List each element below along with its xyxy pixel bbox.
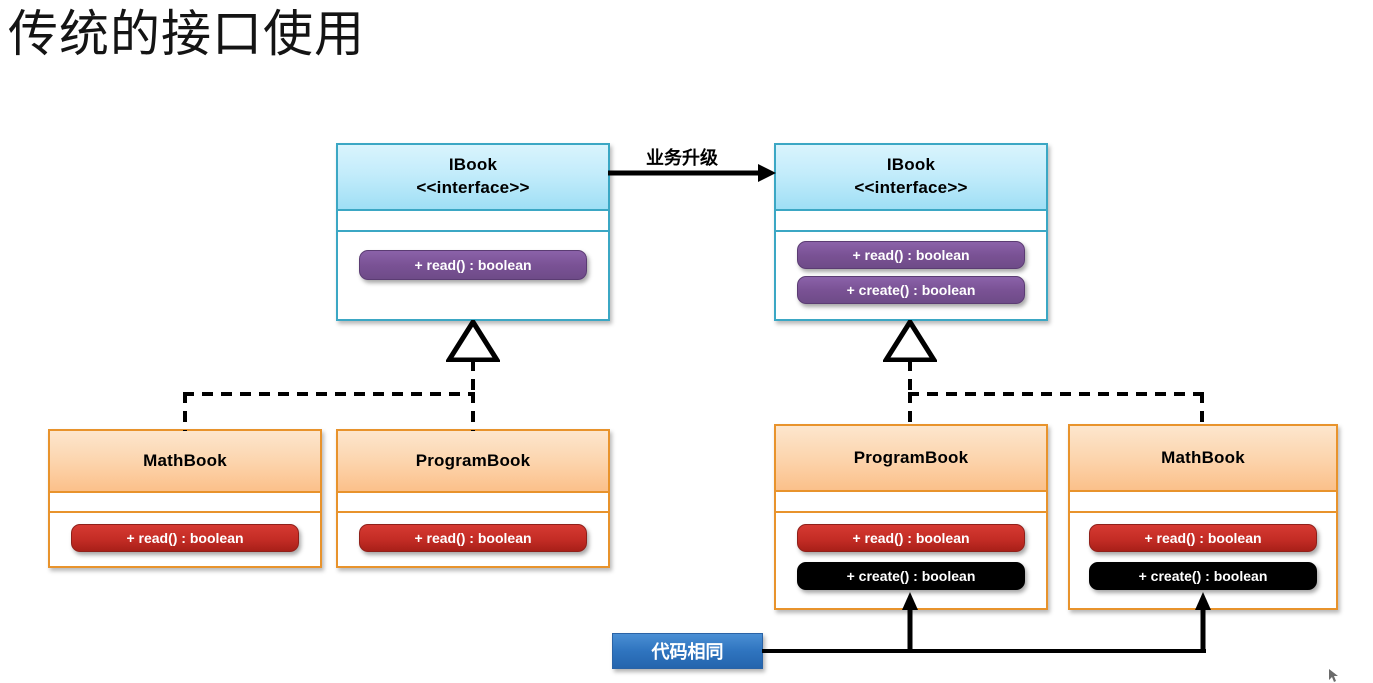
class-name: ProgramBook	[853, 448, 969, 467]
class-name: IBook	[448, 155, 498, 174]
method-create[interactable]: + create() : boolean	[1089, 562, 1317, 590]
class-name: MathBook	[143, 451, 227, 470]
class-stereotype: <<interface>>	[416, 178, 530, 197]
attributes-compartment	[1070, 492, 1336, 513]
attributes-compartment	[776, 492, 1046, 513]
page-title: 传统的接口使用	[8, 5, 365, 63]
realization-edge-right-stem	[908, 360, 912, 396]
realization-edge-left-drop-mathbook	[183, 392, 187, 431]
attributes-compartment	[776, 211, 1046, 232]
attributes-compartment	[50, 493, 320, 513]
class-box-ibook-right[interactable]: IBook <<interface>> + read() : boolean +…	[774, 143, 1048, 321]
method-read[interactable]: + read() : boolean	[1089, 524, 1317, 552]
mouse-cursor-icon	[1329, 669, 1338, 682]
realization-edge-right-bus	[908, 392, 1204, 396]
upgrade-edge-label: 业务升级	[646, 148, 718, 169]
operations-compartment: + read() : boolean	[338, 232, 608, 319]
realization-edge-left-stem	[471, 360, 475, 396]
attributes-compartment	[338, 211, 608, 232]
note-arrow-to-programbook-icon	[902, 592, 918, 652]
class-name: ProgramBook	[415, 451, 531, 470]
realization-edge-right-drop-programbook	[908, 392, 912, 426]
operations-compartment: + read() : boolean	[338, 513, 608, 564]
operations-compartment: + read() : boolean + create() : boolean	[1070, 513, 1336, 608]
method-create[interactable]: + create() : boolean	[797, 276, 1025, 304]
method-read[interactable]: + read() : boolean	[359, 524, 587, 552]
method-read[interactable]: + read() : boolean	[359, 250, 587, 280]
note-arrow-to-mathbook-icon	[1195, 592, 1211, 652]
class-header: MathBook	[50, 431, 320, 493]
operations-compartment: + read() : boolean + create() : boolean	[776, 513, 1046, 608]
attributes-compartment	[338, 493, 608, 513]
realization-triangle-icon-left	[446, 320, 500, 362]
class-box-programbook-right[interactable]: ProgramBook + read() : boolean + create(…	[774, 424, 1048, 610]
class-header: IBook <<interface>>	[776, 145, 1046, 211]
class-header: ProgramBook	[776, 426, 1046, 492]
method-read[interactable]: + read() : boolean	[797, 524, 1025, 552]
class-stereotype: <<interface>>	[854, 178, 968, 197]
class-name: IBook	[886, 155, 936, 174]
upgrade-arrow-icon	[608, 164, 776, 182]
operations-compartment: + read() : boolean	[50, 513, 320, 564]
class-name: MathBook	[1161, 448, 1245, 467]
operations-compartment: + read() : boolean + create() : boolean	[776, 232, 1046, 319]
realization-triangle-icon-right	[883, 320, 937, 362]
realization-edge-right-drop-mathbook	[1200, 392, 1204, 426]
method-read[interactable]: + read() : boolean	[797, 241, 1025, 269]
class-box-mathbook-right[interactable]: MathBook + read() : boolean + create() :…	[1068, 424, 1338, 610]
realization-edge-left-bus	[183, 392, 475, 396]
class-box-mathbook-left[interactable]: MathBook + read() : boolean	[48, 429, 322, 568]
method-read[interactable]: + read() : boolean	[71, 524, 299, 552]
class-header: ProgramBook	[338, 431, 608, 493]
class-box-ibook-left[interactable]: IBook <<interface>> + read() : boolean	[336, 143, 610, 321]
class-header: IBook <<interface>>	[338, 145, 608, 211]
class-header: MathBook	[1070, 426, 1336, 492]
class-box-programbook-left[interactable]: ProgramBook + read() : boolean	[336, 429, 610, 568]
realization-edge-left-drop-programbook	[471, 392, 475, 431]
duplicate-code-note[interactable]: 代码相同	[612, 633, 763, 669]
method-create[interactable]: + create() : boolean	[797, 562, 1025, 590]
note-edge-horizontal	[762, 649, 1206, 653]
